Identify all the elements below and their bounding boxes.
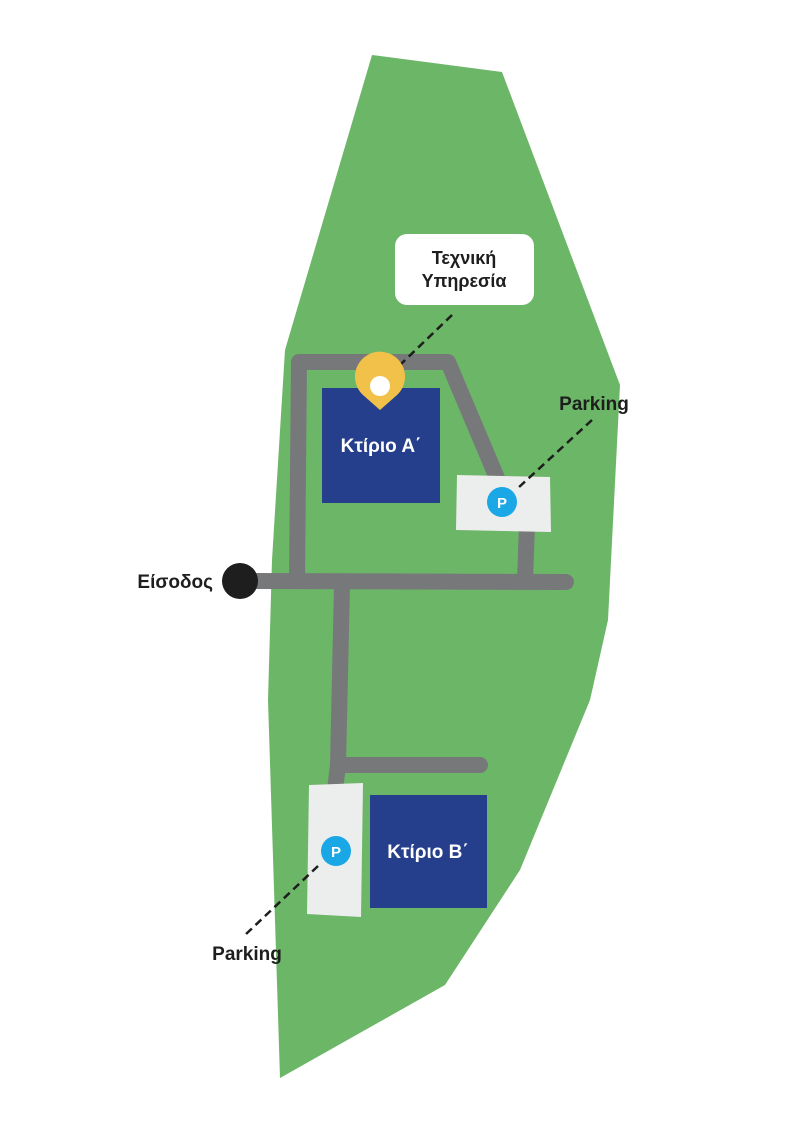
parking-icon: P [487, 487, 517, 517]
map-pin-icon[interactable] [354, 351, 405, 410]
campus-grounds [268, 55, 620, 1078]
entrance-label: Είσοδος [137, 572, 213, 593]
svg-text:P: P [497, 495, 507, 512]
service-label-box [395, 234, 534, 305]
building-b-label: Κτίριο Β΄ [387, 842, 468, 863]
building-b[interactable] [370, 795, 487, 908]
building-a-label: Κτίριο Α΄ [341, 436, 422, 457]
service-label-line1: Τεχνική [432, 248, 497, 268]
entrance-dot-icon[interactable] [222, 563, 258, 599]
road-main [237, 573, 574, 590]
road-parking-a [517, 517, 535, 588]
service-label-line2: Υπηρεσία [422, 271, 507, 291]
leader-lines [244, 314, 593, 936]
parking-label-top: Parking [559, 394, 629, 415]
svg-text:P: P [331, 844, 341, 861]
parking-icon: P [321, 836, 351, 866]
parking-label-bottom: Parking [212, 944, 282, 965]
